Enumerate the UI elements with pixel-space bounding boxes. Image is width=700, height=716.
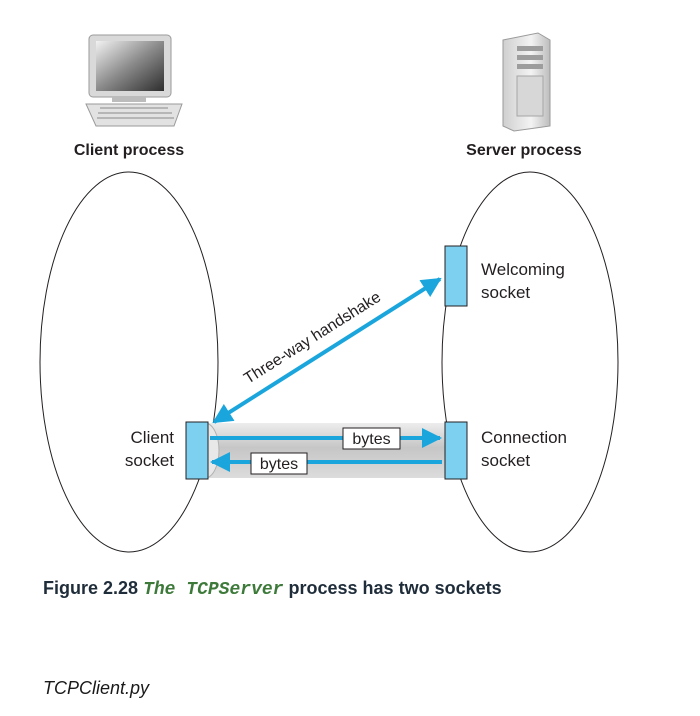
caption-code-text: The TCPServer — [143, 580, 284, 600]
server-process-title: Server process — [466, 142, 582, 159]
client-socket-label-line1: Client — [131, 428, 175, 447]
client-socket — [185, 421, 209, 480]
tcp-connection-pipe — [190, 422, 445, 479]
bytes-label-bottom: bytes — [260, 456, 298, 473]
connection-socket — [444, 421, 468, 480]
welcoming-socket-label-line2: socket — [481, 283, 530, 302]
figure-number: Figure 2.28 — [43, 578, 139, 598]
client-process-title: Client process — [74, 142, 184, 159]
client-computer-icon — [85, 34, 183, 127]
bytes-label-top: bytes — [352, 431, 390, 448]
handshake-label: Three-way handshake — [241, 289, 384, 388]
connection-socket-label-line1: Connection — [481, 428, 567, 447]
server-process-ellipse — [441, 171, 619, 553]
client-socket-label-line2: socket — [125, 451, 174, 470]
client-process-ellipse — [39, 171, 219, 553]
filename-label: TCPClient.py — [43, 678, 150, 698]
figure-caption: Figure 2.28 The TCPServer process has tw… — [43, 578, 502, 600]
handshake-arrow — [212, 277, 442, 424]
tcp-sockets-diagram: Client process Server process Welcoming … — [39, 32, 619, 553]
caption-rest: process has two sockets — [288, 578, 502, 598]
connection-socket-label-line2: socket — [481, 451, 530, 470]
welcoming-socket — [444, 245, 468, 307]
welcoming-socket-label-line1: Welcoming — [481, 260, 565, 279]
server-tower-icon — [502, 32, 551, 132]
